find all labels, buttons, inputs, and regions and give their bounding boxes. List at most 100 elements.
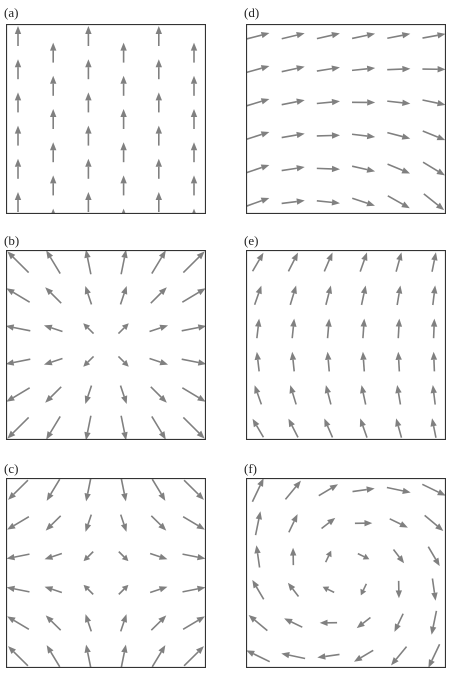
field-arrow [45, 287, 62, 304]
field-arrow [14, 59, 22, 80]
field-arrow [83, 551, 94, 562]
field-arrow [324, 418, 334, 438]
field-arrow [251, 252, 264, 272]
field-arrow [288, 418, 299, 438]
field-arrow [391, 646, 408, 666]
field-arrow [289, 385, 297, 405]
field-arrow [254, 385, 263, 405]
vector-field-svg-c [6, 478, 206, 668]
field-arrow [150, 615, 167, 631]
field-arrow [149, 357, 169, 366]
field-arrow [120, 42, 127, 63]
field-arrow [253, 285, 262, 306]
field-arrow [7, 616, 30, 630]
field-arrow [190, 109, 198, 129]
field-arrow [50, 175, 57, 196]
field-arrow [316, 199, 340, 206]
field-arrow [181, 358, 206, 366]
field-arrow [44, 552, 63, 560]
field-arrow [351, 165, 376, 173]
field-arrow [422, 130, 446, 141]
field-arrow [151, 645, 166, 668]
field-arrow [119, 514, 127, 532]
field-arrow [51, 208, 56, 214]
vector-field-panel-e [246, 250, 446, 440]
field-arrow [281, 652, 306, 660]
field-arrow [84, 644, 92, 668]
field-arrow [319, 619, 338, 627]
field-arrow [431, 252, 438, 272]
field-arrow [430, 610, 438, 635]
field-arrow [395, 285, 403, 306]
field-arrow [155, 192, 162, 212]
field-arrow [248, 614, 268, 632]
field-arrow [183, 479, 204, 500]
field-arrow [322, 586, 335, 594]
field-arrow [85, 158, 92, 179]
field-arrow [150, 515, 167, 531]
field-arrow [182, 585, 206, 593]
field-arrow [251, 478, 264, 503]
field-arrow [351, 32, 376, 40]
field-arrow [281, 131, 305, 139]
field-arrow [317, 653, 340, 660]
field-arrow [155, 26, 162, 46]
field-arrow [151, 250, 166, 275]
panel-label-c: (c) [4, 461, 19, 476]
field-arrow [246, 131, 270, 140]
field-arrow [395, 385, 402, 405]
field-arrow [353, 649, 374, 662]
field-arrow [359, 252, 368, 272]
field-arrow [246, 197, 270, 207]
field-arrow [351, 132, 376, 140]
field-arrow [352, 99, 376, 106]
field-arrow [281, 65, 305, 73]
field-arrow [50, 109, 57, 129]
field-arrow [46, 478, 61, 501]
field-arrow [190, 175, 198, 196]
panel-frame [246, 24, 446, 214]
field-arrow [288, 514, 298, 533]
field-arrow [14, 125, 22, 146]
field-arrow [430, 351, 438, 372]
field-arrow [120, 644, 128, 668]
field-arrow [181, 387, 206, 402]
field-arrow [85, 514, 93, 532]
field-arrow [14, 26, 22, 46]
field-arrow [281, 98, 305, 106]
field-arrow [246, 164, 270, 174]
field-arrow [318, 484, 339, 497]
field-arrow [354, 519, 373, 527]
field-arrow [394, 613, 404, 632]
panel-frame [246, 478, 446, 668]
field-arrow [352, 486, 375, 493]
field-arrow [246, 650, 271, 663]
field-arrow [422, 66, 446, 73]
field-arrow [6, 288, 31, 303]
field-arrow [431, 578, 438, 601]
field-arrow [246, 98, 270, 107]
field-arrow [351, 197, 375, 207]
field-arrow [84, 478, 92, 502]
field-arrow [430, 385, 437, 405]
field-arrow [424, 514, 444, 532]
panel-label-a: (a) [4, 5, 19, 20]
field-arrow [191, 208, 197, 214]
panel-frame [6, 250, 206, 440]
field-arrow [254, 351, 261, 372]
field-arrow [252, 579, 265, 600]
field-arrow [85, 26, 92, 46]
field-arrow [428, 643, 441, 668]
field-arrow [120, 250, 128, 275]
field-arrow [323, 252, 333, 272]
field-arrow [155, 59, 162, 80]
field-arrow [325, 285, 333, 306]
vector-field-svg-b [6, 250, 206, 440]
panel-label-d: (d) [244, 5, 260, 20]
field-arrow [6, 585, 30, 593]
field-arrow [395, 418, 403, 438]
field-arrow [387, 163, 411, 174]
field-arrow [284, 618, 303, 628]
field-arrow [289, 547, 297, 566]
vector-field-panel-f [246, 478, 446, 668]
